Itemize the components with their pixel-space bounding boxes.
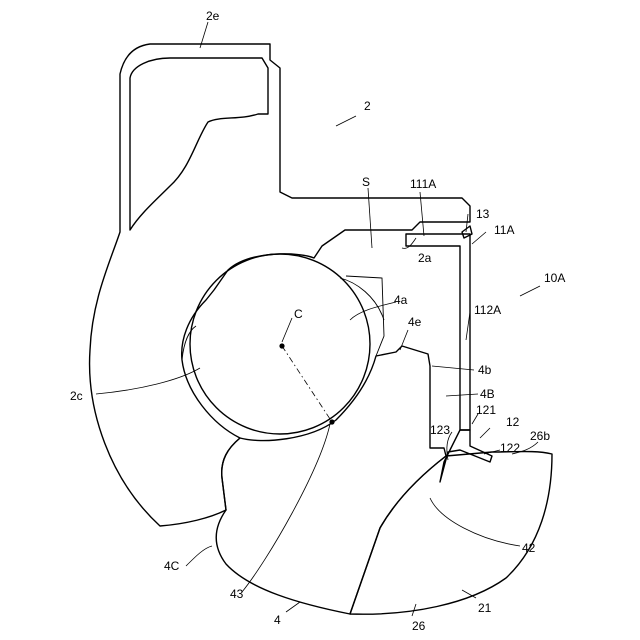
contact-angle-line [282, 346, 332, 422]
label-2: 2 [364, 99, 371, 113]
label-4C: 4C [164, 559, 180, 573]
label-4B: 4B [480, 387, 495, 401]
label-2a: 2a [418, 251, 432, 265]
ball [190, 254, 370, 434]
label-2e: 2e [206, 9, 220, 23]
label-2c: 2c [70, 389, 83, 403]
label-11A: 11A [494, 223, 514, 237]
outer-ring-body [90, 44, 470, 526]
label-122: 122 [500, 441, 520, 455]
label-C: C [294, 307, 303, 321]
label-26b: 26b [530, 429, 550, 443]
cage-arc-lower [182, 326, 196, 360]
label-111A: 111A [410, 177, 436, 191]
label-13: 13 [476, 207, 490, 221]
flange-window [130, 58, 268, 230]
seal-shield-112A [406, 234, 470, 430]
label-112A: 112A [474, 303, 501, 317]
label-121: 121 [476, 403, 496, 417]
label-26: 26 [412, 619, 426, 633]
label-10A: 10A [544, 271, 565, 285]
label-4e: 4e [408, 315, 422, 329]
label-12: 12 [506, 415, 520, 429]
label-S: S [362, 175, 370, 189]
leader-lines [96, 22, 540, 616]
label-21: 21 [478, 601, 492, 615]
label-4b: 4b [478, 363, 492, 377]
inner-ring-body [216, 346, 446, 614]
label-4a: 4a [394, 293, 408, 307]
label-4: 4 [274, 613, 281, 627]
label-123: 123 [430, 423, 450, 437]
label-43: 43 [230, 587, 244, 601]
shaft-body [350, 452, 552, 615]
contact-point [329, 419, 334, 424]
label-42: 42 [522, 541, 536, 555]
